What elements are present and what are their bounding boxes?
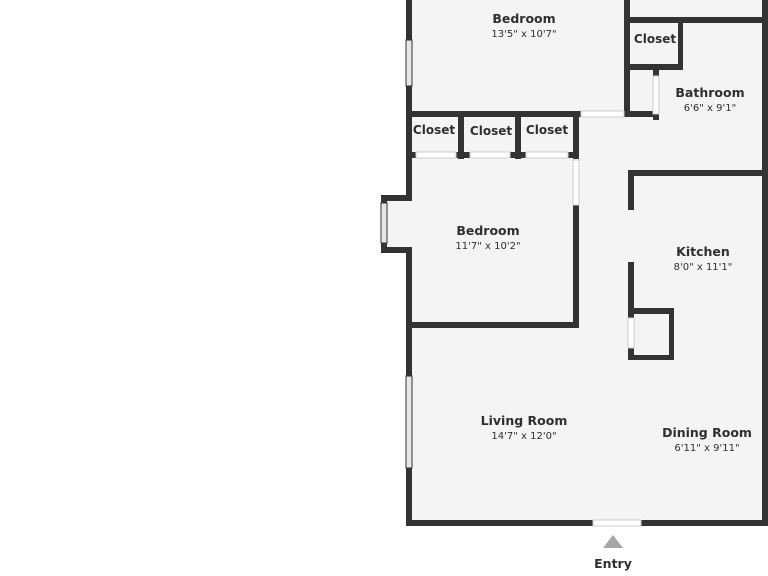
room-label-kitchen: Kitchen 8'0" x 11'1" — [674, 244, 733, 273]
room-dims: 6'6" x 9'1" — [684, 103, 736, 114]
room-dims: 6'11" x 9'11" — [674, 443, 739, 454]
room-name: Living Room — [481, 413, 568, 428]
pantry-door — [627, 317, 635, 349]
room-dims: 11'7" x 10'2" — [455, 241, 520, 252]
closet-3-door — [525, 151, 569, 159]
mid-bedroom-door-opening — [572, 159, 580, 206]
room-label-bathroom: Bathroom 6'6" x 9'1" — [675, 85, 744, 114]
room-name: Dining Room — [662, 425, 752, 440]
room-dims: 8'0" x 11'1" — [674, 262, 733, 273]
closet-1-door — [415, 151, 457, 159]
window-top-bedroom — [405, 39, 413, 87]
room-dims: 14'7" x 12'0" — [491, 431, 556, 442]
closet-label-1: Closet — [413, 123, 455, 137]
room-label-living-room: Living Room 14'7" x 12'0" — [481, 413, 568, 442]
bathroom-door-opening — [652, 75, 660, 115]
closet-2-door — [469, 151, 511, 159]
window-living-room — [405, 375, 413, 469]
closet-label-3: Closet — [526, 123, 568, 137]
entry-label: Entry — [594, 556, 632, 571]
room-dims: 13'5" x 10'7" — [491, 29, 556, 40]
windows — [380, 39, 660, 527]
closet-label-2: Closet — [470, 124, 512, 138]
room-name: Bathroom — [675, 85, 744, 100]
entry-door-opening — [592, 519, 642, 527]
room-label-bedroom-mid: Bedroom 11'7" x 10'2" — [455, 223, 520, 252]
room-name: Kitchen — [676, 244, 730, 259]
room-name: Bedroom — [456, 223, 519, 238]
floor-area — [384, 0, 766, 522]
room-name: Bedroom — [492, 11, 555, 26]
room-label-dining-room: Dining Room 6'11" x 9'11" — [662, 425, 752, 454]
entry-arrow-icon — [603, 535, 623, 548]
top-bedroom-door-opening — [580, 110, 625, 118]
window-bay — [380, 202, 388, 244]
closet-label-bath: Closet — [634, 32, 676, 46]
room-label-bedroom-top: Bedroom 13'5" x 10'7" — [491, 11, 556, 40]
